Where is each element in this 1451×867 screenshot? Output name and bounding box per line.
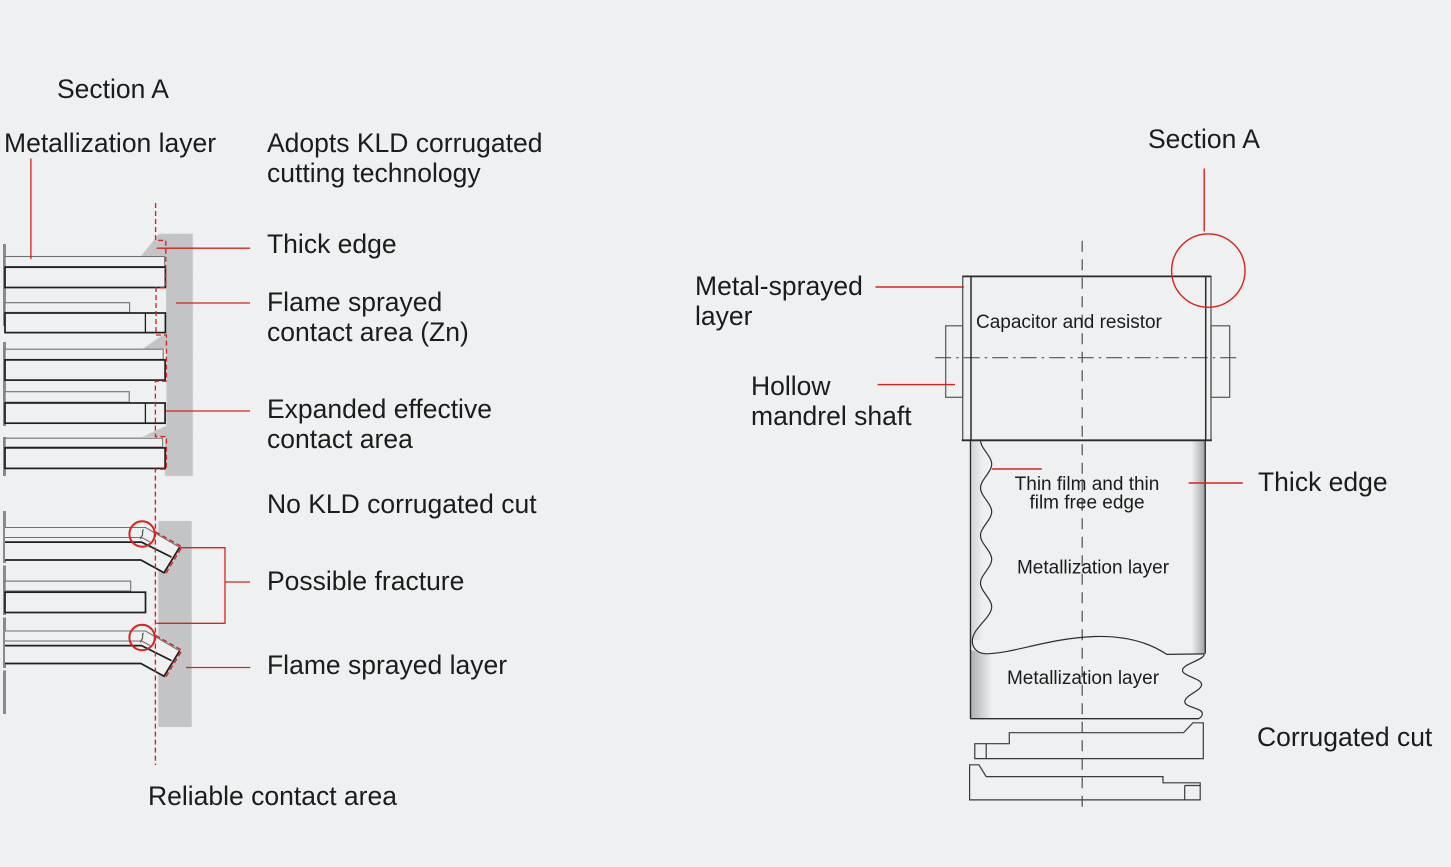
svg-text:Metal-sprayed: Metal-sprayed bbox=[695, 271, 863, 301]
svg-text:Thin film and thin: Thin film and thin bbox=[1015, 474, 1160, 495]
svg-text:No KLD corrugated cut: No KLD corrugated cut bbox=[267, 489, 537, 519]
svg-text:Section A: Section A bbox=[1148, 124, 1260, 154]
svg-text:contact area (Zn): contact area (Zn) bbox=[267, 317, 469, 347]
svg-text:Flame sprayed: Flame sprayed bbox=[267, 287, 442, 317]
svg-text:Flame sprayed layer: Flame sprayed layer bbox=[267, 650, 507, 680]
svg-text:Metallization layer: Metallization layer bbox=[4, 128, 216, 158]
svg-text:Thick edge: Thick edge bbox=[267, 229, 397, 259]
svg-text:Expanded effective: Expanded effective bbox=[267, 394, 492, 424]
svg-text:contact area: contact area bbox=[267, 424, 413, 454]
svg-text:Reliable contact area: Reliable contact area bbox=[148, 781, 397, 811]
svg-text:Corrugated cut: Corrugated cut bbox=[1257, 722, 1433, 752]
svg-text:film free edge: film free edge bbox=[1029, 493, 1144, 514]
svg-text:Metallization layer: Metallization layer bbox=[1007, 668, 1160, 689]
svg-text:Capacitor and resistor: Capacitor and resistor bbox=[976, 312, 1163, 333]
svg-text:Section A: Section A bbox=[57, 74, 169, 104]
svg-text:Thick edge: Thick edge bbox=[1258, 467, 1388, 497]
svg-text:Possible fracture: Possible fracture bbox=[267, 566, 464, 596]
svg-text:cutting technology: cutting technology bbox=[267, 158, 481, 188]
svg-text:layer: layer bbox=[695, 301, 753, 331]
svg-text:Metallization layer: Metallization layer bbox=[1017, 558, 1170, 579]
svg-text:Hollow: Hollow bbox=[751, 371, 831, 401]
svg-text:Adopts KLD corrugated: Adopts KLD corrugated bbox=[267, 128, 542, 158]
svg-text:mandrel shaft: mandrel shaft bbox=[751, 401, 912, 431]
